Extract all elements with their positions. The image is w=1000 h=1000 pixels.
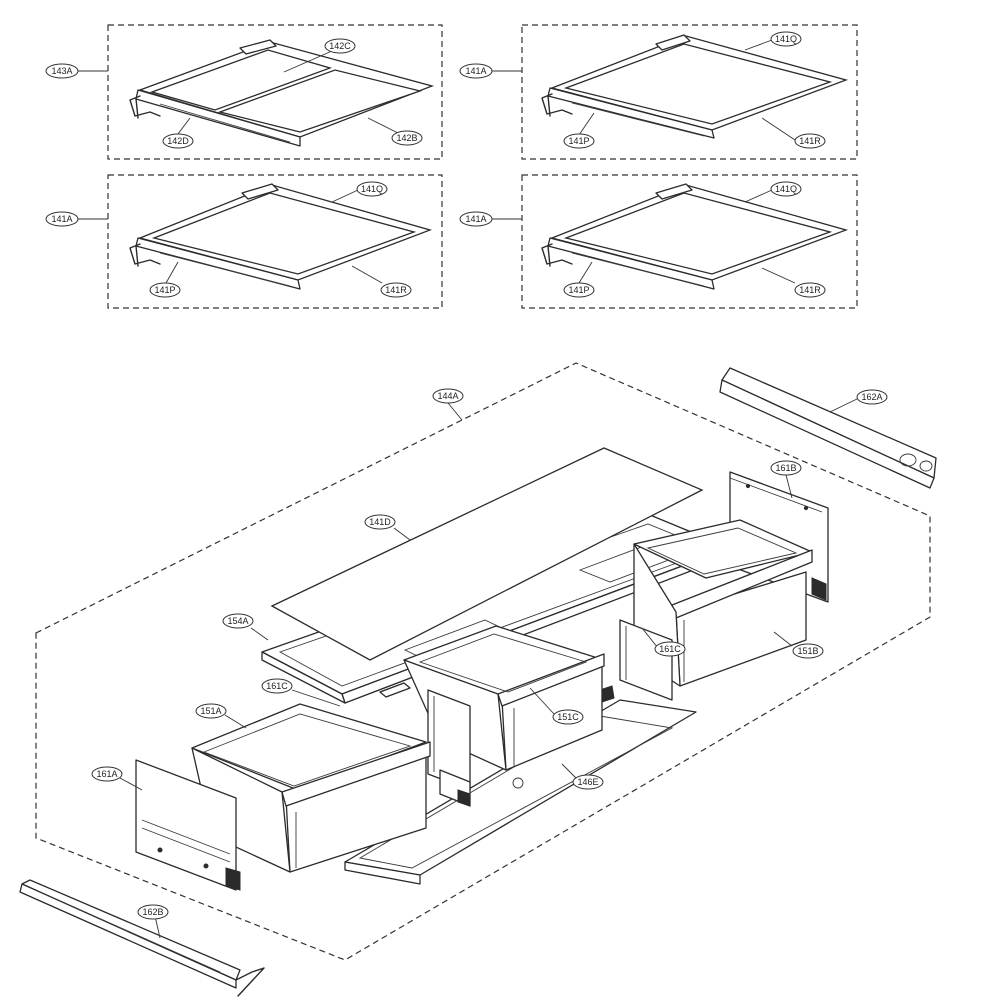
label-161C-left: 161C bbox=[266, 681, 288, 691]
label-146E: 146E bbox=[577, 777, 598, 787]
glass-panel-141D bbox=[270, 447, 704, 661]
tag-141Q-middle-left: 141Q bbox=[356, 181, 388, 197]
label-142C: 142C bbox=[329, 41, 351, 51]
tag-142C: 142C bbox=[324, 38, 356, 54]
label-162A: 162A bbox=[861, 392, 882, 402]
drawer-151A bbox=[191, 703, 431, 873]
tag-141D: 141D bbox=[364, 514, 396, 530]
label-154A: 154A bbox=[227, 616, 248, 626]
label-141A-middle-left: 141A bbox=[51, 214, 72, 224]
label-141P-middle-right: 141P bbox=[568, 285, 589, 295]
tag-162A: 162A bbox=[856, 389, 888, 405]
tag-146E: 146E bbox=[572, 774, 604, 790]
shelf-assembly-141A-top-right bbox=[521, 24, 858, 160]
label-142D: 142D bbox=[167, 136, 189, 146]
label-141A-top-right: 141A bbox=[465, 66, 486, 76]
leader-lines bbox=[78, 39, 858, 939]
tag-142D: 142D bbox=[162, 133, 194, 149]
side-panel-161A bbox=[135, 759, 241, 891]
tag-151C: 151C bbox=[552, 709, 584, 725]
label-141D: 141D bbox=[369, 517, 391, 527]
tag-161A: 161A bbox=[91, 766, 123, 782]
tag-151A: 151A bbox=[195, 703, 227, 719]
label-151A: 151A bbox=[200, 706, 221, 716]
label-151B: 151B bbox=[797, 646, 818, 656]
tag-161C-left: 161C bbox=[261, 678, 293, 694]
tag-144A: 144A bbox=[432, 388, 464, 404]
tag-142B: 142B bbox=[391, 130, 423, 146]
divider-161C-right bbox=[599, 619, 673, 703]
tag-141P-top-right: 141P bbox=[563, 133, 595, 149]
rail-162B bbox=[19, 879, 265, 997]
label-161B: 161B bbox=[775, 463, 796, 473]
tag-162B: 162B bbox=[137, 904, 169, 920]
rail-162A bbox=[719, 367, 937, 489]
tag-141Q-middle-right: 141Q bbox=[770, 181, 802, 197]
tag-161C-right: 161C bbox=[654, 641, 686, 657]
label-141R-middle-right: 141R bbox=[799, 285, 821, 295]
drawer-assembly-144A bbox=[19, 362, 937, 997]
label-144A: 144A bbox=[437, 391, 458, 401]
tag-141A-middle-left: 141A bbox=[45, 211, 79, 227]
label-161A: 161A bbox=[96, 769, 117, 779]
label-143A: 143A bbox=[51, 66, 72, 76]
shelf-assembly-141A-middle-right bbox=[521, 174, 858, 309]
shelf-assembly-143A bbox=[107, 24, 443, 160]
label-141R-middle-left: 141R bbox=[385, 285, 407, 295]
tag-141A-top-right: 141A bbox=[459, 63, 493, 79]
tag-141Q-top-right: 141Q bbox=[770, 31, 802, 47]
tag-161B: 161B bbox=[770, 460, 802, 476]
tag-154A: 154A bbox=[222, 613, 254, 629]
tag-143A: 143A bbox=[45, 63, 79, 79]
label-141P-top-right: 141P bbox=[568, 136, 589, 146]
shelf-assembly-141A-middle-left bbox=[107, 174, 443, 309]
label-142B: 142B bbox=[396, 133, 417, 143]
tag-141P-middle-left: 141P bbox=[149, 282, 181, 298]
divider-161C-left bbox=[427, 689, 471, 807]
label-151C: 151C bbox=[557, 712, 579, 722]
drawer-151C bbox=[403, 625, 605, 771]
label-141R-top-right: 141R bbox=[799, 136, 821, 146]
tag-141R-top-right: 141R bbox=[794, 133, 826, 149]
tag-141R-middle-right: 141R bbox=[794, 282, 826, 298]
label-161C-right: 161C bbox=[659, 644, 681, 654]
tag-151B: 151B bbox=[792, 643, 824, 659]
label-141P-middle-left: 141P bbox=[154, 285, 175, 295]
label-141Q-middle-left: 141Q bbox=[361, 184, 383, 194]
tag-141A-middle-right: 141A bbox=[459, 211, 493, 227]
label-141A-middle-right: 141A bbox=[465, 214, 486, 224]
label-141Q-top-right: 141Q bbox=[775, 34, 797, 44]
label-141Q-middle-right: 141Q bbox=[775, 184, 797, 194]
label-162B: 162B bbox=[142, 907, 163, 917]
tag-141R-middle-left: 141R bbox=[380, 282, 412, 298]
tag-141P-middle-right: 141P bbox=[563, 282, 595, 298]
